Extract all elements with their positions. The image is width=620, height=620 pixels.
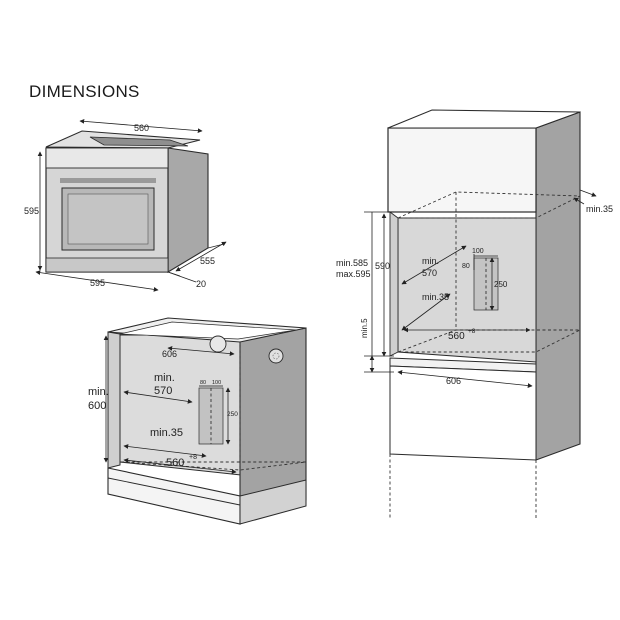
column-min35-side: min.35: [586, 204, 613, 214]
column-base-width-sup: +8: [468, 328, 476, 335]
cabinet-slot-h: 250: [227, 411, 238, 418]
oven-width-top-label: 560: [134, 123, 149, 133]
column-slot-b: 100: [472, 248, 484, 255]
column-base-width: 560: [448, 331, 465, 342]
column-min5-label: min.5: [360, 318, 369, 338]
diagram-title: DIMENSIONS: [29, 82, 140, 101]
cabinet-min-width-value: 570: [154, 385, 172, 397]
column-min35-label: min.35: [422, 292, 449, 302]
column-depth-label: 606: [446, 376, 461, 386]
cabinet-min35-label: min.35: [150, 427, 183, 439]
cabinet-base-width-sup: +8: [189, 454, 197, 461]
column-height-range-1: min.585: [336, 258, 368, 268]
oven-top-width-line: [79, 118, 203, 134]
cabinet-min-height-value: 600: [88, 400, 106, 412]
cabinet-depth-label: 606: [162, 349, 177, 359]
oven-illustration: [35, 118, 227, 292]
column-min-width-label: min.: [422, 256, 439, 266]
cabinet-slot-b: 100: [212, 380, 221, 386]
column-height: 590: [375, 261, 390, 271]
under-counter-cabinet: [103, 317, 307, 525]
oven-height-label: 595: [24, 206, 39, 216]
column-slot-h: 250: [494, 280, 508, 289]
cabinet-min-height-label: min.: [88, 386, 109, 398]
oven-front-label: 20: [196, 279, 206, 289]
oven-width-bottom-label: 595: [90, 278, 105, 288]
oven-depth-label: 555: [200, 256, 215, 266]
column-slot-a: 80: [462, 263, 470, 270]
column-min-width-value: 570: [422, 268, 437, 278]
cabinet-slot-a: 80: [200, 380, 206, 386]
cabinet-base-width: 560: [166, 457, 184, 469]
cabinet-min-width-label: min.: [154, 372, 175, 384]
column-cabinet: [364, 109, 597, 520]
column-height-range-2: max.595: [336, 269, 371, 279]
oven-depth-line: [175, 241, 227, 272]
oven-bottom-width-line: [35, 270, 159, 292]
